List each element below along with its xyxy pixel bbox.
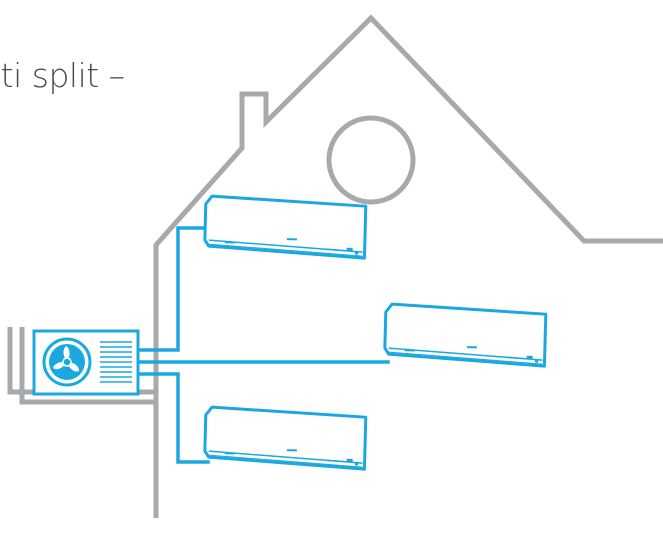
pipe-to-bottom-unit [136,372,210,464]
outdoor-unit [32,329,140,396]
house-inner-wall [19,327,156,405]
diagram-title: lti split – [0,56,125,95]
attic-window [326,115,416,205]
fan-icon [42,337,92,387]
outdoor-unit-vents [100,341,132,383]
pipe-to-top-unit [136,226,210,352]
indoor-unit-middle [382,302,548,368]
indoor-unit-bottom [202,405,368,471]
indoor-unit-top [202,194,368,260]
refrigerant-pipes [136,226,390,464]
